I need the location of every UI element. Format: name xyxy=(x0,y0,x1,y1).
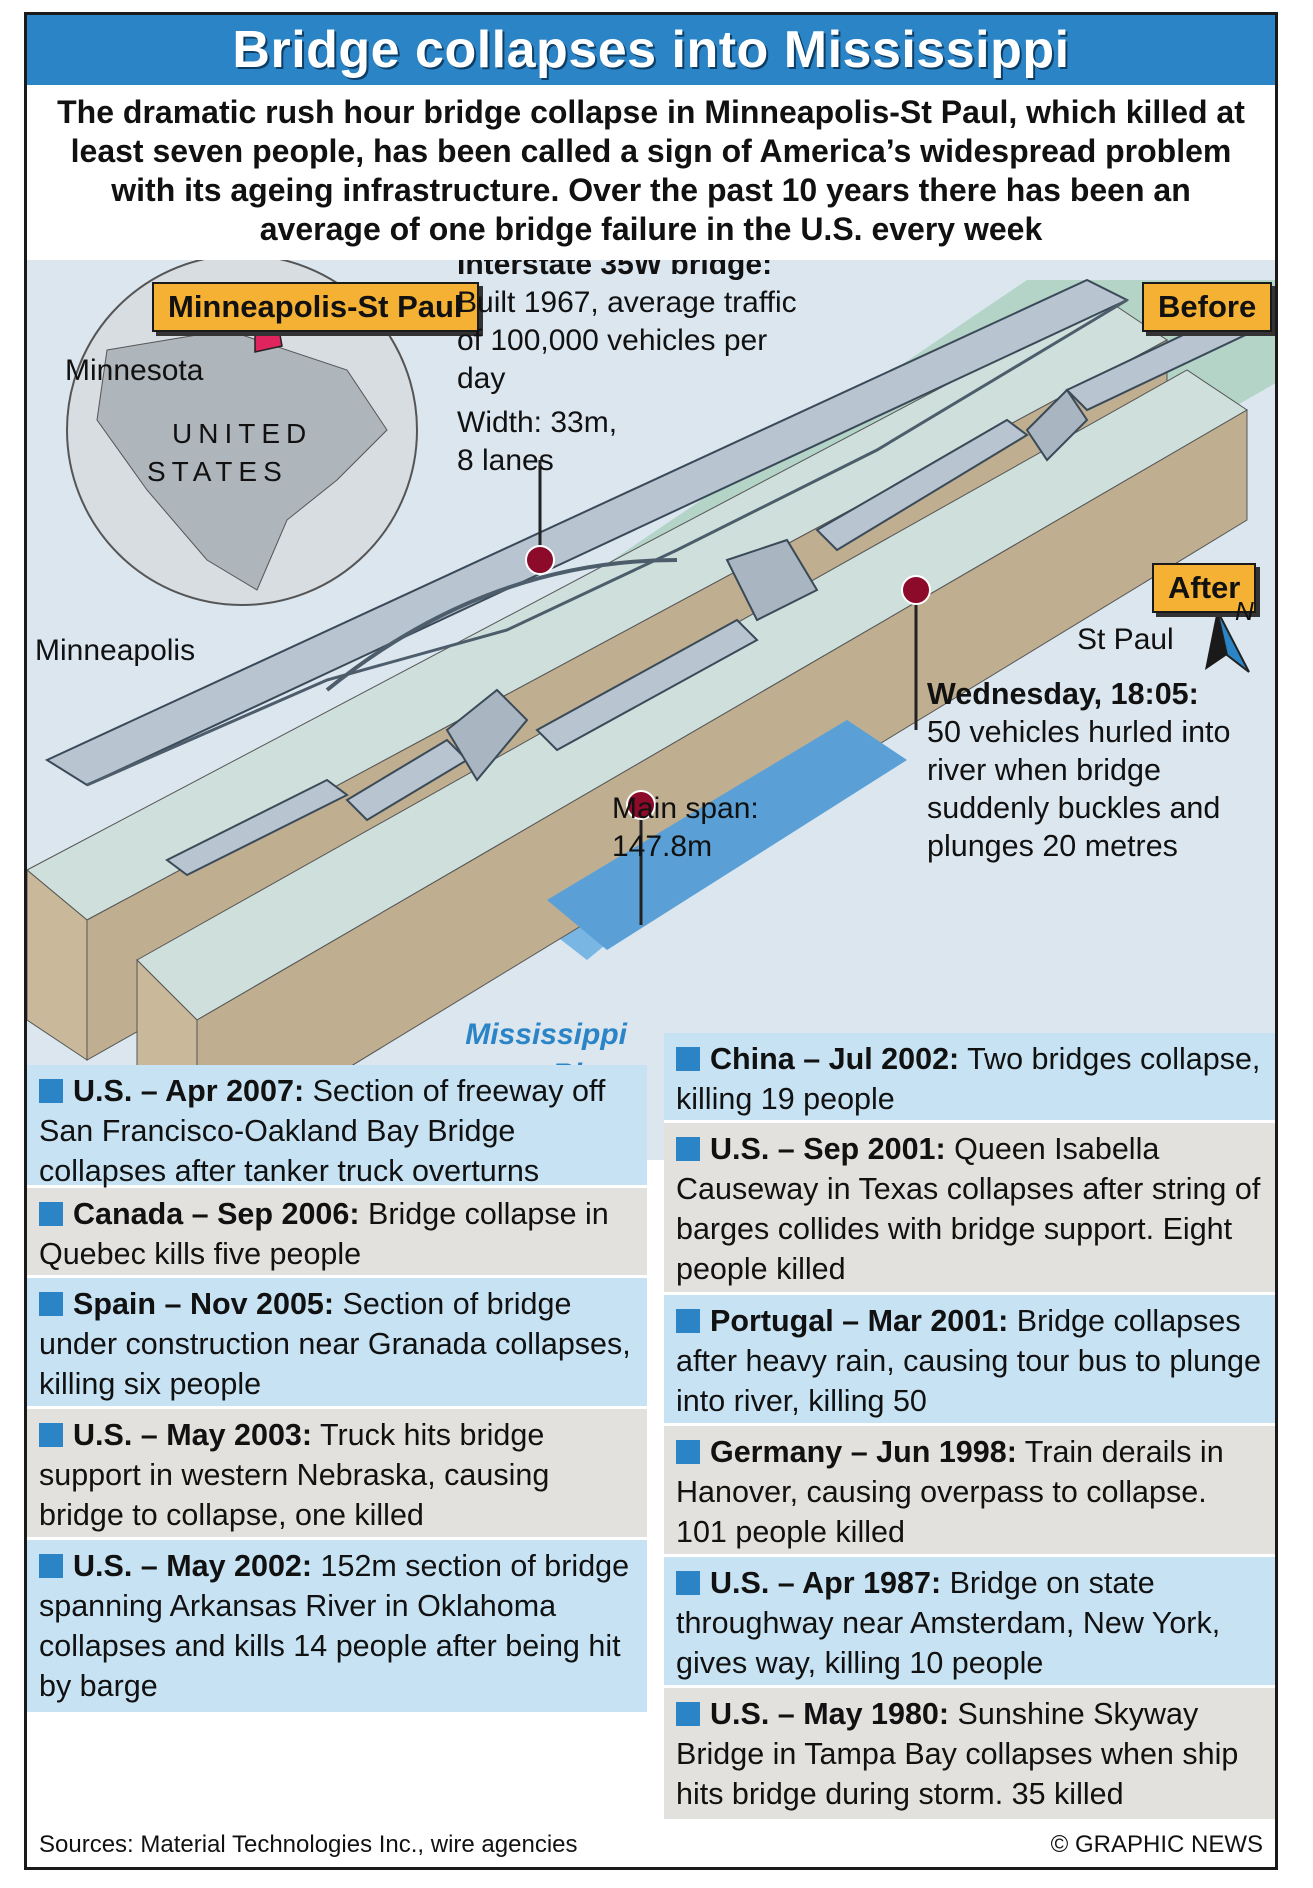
event-heading: U.S. – Apr 2007: xyxy=(73,1074,305,1108)
main-span-label: Main span: 147.8m xyxy=(612,790,759,866)
bullet-square-icon xyxy=(676,1440,700,1464)
event-text: Queen Isabella Causeway in Texas collaps… xyxy=(676,1132,1261,1286)
event-box-right-1: U.S. – Sep 2001: Queen Isabella Causeway… xyxy=(664,1123,1275,1295)
illustration: Minneapolis-St Paul Minnesota UNITED STA… xyxy=(27,260,1275,1160)
footer: Sources: Material Technologies Inc., wir… xyxy=(27,1823,1275,1867)
event-text: Two bridges collapse, killing 19 people xyxy=(676,1042,1261,1116)
event-heading: Spain – Nov 2005: xyxy=(73,1287,335,1321)
event-box-left-1: Canada – Sep 2006: Bridge collapse in Qu… xyxy=(27,1188,647,1278)
st-paul-label: St Paul xyxy=(1077,623,1174,656)
location-tag: Minneapolis-St Paul xyxy=(152,282,479,332)
event-text: 152m section of bridge spanning Arkansas… xyxy=(39,1549,630,1703)
event-heading: Germany – Jun 1998: xyxy=(710,1435,1017,1469)
compass-north-label: N xyxy=(1235,596,1254,626)
event-box-left-2: Spain – Nov 2005: Section of bridge unde… xyxy=(27,1278,647,1409)
event-box-right-0: China – Jul 2002: Two bridges collapse, … xyxy=(664,1033,1275,1123)
event-text: Bridge collapses after heavy rain, causi… xyxy=(676,1304,1261,1418)
main-span-line1: Main span: xyxy=(612,792,759,825)
bullet-square-icon xyxy=(39,1292,63,1316)
country-label-line1: UNITED xyxy=(172,418,313,449)
after-tag: After xyxy=(1152,563,1257,613)
event-heading: Wednesday, 18:05: xyxy=(927,677,1199,711)
minnesota-label: Minnesota xyxy=(65,354,204,387)
bullet-square-icon xyxy=(676,1702,700,1726)
infographic-frame: Bridge collapses into Mississippi The dr… xyxy=(24,12,1278,1870)
main-span-line2: 147.8m xyxy=(612,830,713,863)
event-box-left-4: U.S. – May 2002: 152m section of bridge … xyxy=(27,1540,647,1715)
event-text: Bridge collapse in Quebec kills five peo… xyxy=(39,1197,609,1271)
event-heading: U.S. – Apr 1987: xyxy=(710,1566,942,1600)
event-box-right-3: Germany – Jun 1998: Train derails in Han… xyxy=(664,1426,1275,1557)
event-heading: China – Jul 2002: xyxy=(710,1042,960,1076)
bullet-square-icon xyxy=(676,1571,700,1595)
bullet-square-icon xyxy=(676,1137,700,1161)
copyright-text: © GRAPHIC NEWS xyxy=(1050,1831,1263,1858)
event-heading: Canada – Sep 2006: xyxy=(73,1197,360,1231)
bullet-square-icon xyxy=(676,1047,700,1071)
bridge-info: Interstate 35W bridge: Built 1967, avera… xyxy=(457,260,817,480)
event-heading: U.S. – May 2002: xyxy=(73,1549,313,1583)
event-heading: U.S. – May 1980: xyxy=(710,1697,950,1731)
sources-text: Sources: Material Technologies Inc., wir… xyxy=(39,1831,578,1858)
bullet-square-icon xyxy=(676,1309,700,1333)
minneapolis-label: Minneapolis xyxy=(35,634,196,667)
event-box-right-4: U.S. – Apr 1987: Bridge on state through… xyxy=(664,1557,1275,1688)
event-text: Truck hits bridge support in western Neb… xyxy=(39,1418,550,1532)
event-text: Section of bridge under construction nea… xyxy=(39,1287,631,1401)
event-heading: U.S. – May 2003: xyxy=(73,1418,313,1452)
event-text: Section of freeway off San Francisco-Oak… xyxy=(39,1074,606,1188)
bullet-square-icon xyxy=(39,1202,63,1226)
bullet-square-icon xyxy=(39,1079,63,1103)
intro-text: The dramatic rush hour bridge collapse i… xyxy=(57,94,1245,247)
event-text: Train derails in Hanover, causing overpa… xyxy=(676,1435,1224,1549)
page-title: Bridge collapses into Mississippi xyxy=(27,15,1275,85)
river-label-line1: Mississippi xyxy=(465,1018,627,1051)
bullet-square-icon xyxy=(39,1423,63,1447)
event-box-left-3: U.S. – May 2003: Truck hits bridge suppo… xyxy=(27,1409,647,1540)
bridge-info-built: Built 1967, average traffic of 100,000 v… xyxy=(457,286,797,395)
before-tag: Before xyxy=(1142,282,1273,332)
marker-dot xyxy=(525,545,555,575)
event-text: 50 vehicles hurled into river when bridg… xyxy=(927,715,1231,863)
country-label-line2: STATES xyxy=(147,456,288,487)
bridge-info-width: Width: 33m, 8 lanes xyxy=(457,406,618,477)
event-box-right-2: Portugal – Mar 2001: Bridge collapses af… xyxy=(664,1295,1275,1426)
event-heading: Portugal – Mar 2001: xyxy=(710,1304,1009,1338)
event-text: Sunshine Skyway Bridge in Tampa Bay coll… xyxy=(676,1697,1239,1811)
event-heading: U.S. – Sep 2001: xyxy=(710,1132,946,1166)
bullet-square-icon xyxy=(39,1554,63,1578)
event-box-left-0: U.S. – Apr 2007: Section of freeway off … xyxy=(27,1065,647,1188)
event-description: Wednesday, 18:05: 50 vehicles hurled int… xyxy=(927,675,1275,865)
event-box-right-5: U.S. – May 1980: Sunshine Skyway Bridge … xyxy=(664,1688,1275,1822)
event-text: Bridge on state throughway near Amsterda… xyxy=(676,1566,1221,1680)
bridge-info-heading: Interstate 35W bridge: xyxy=(457,260,773,281)
